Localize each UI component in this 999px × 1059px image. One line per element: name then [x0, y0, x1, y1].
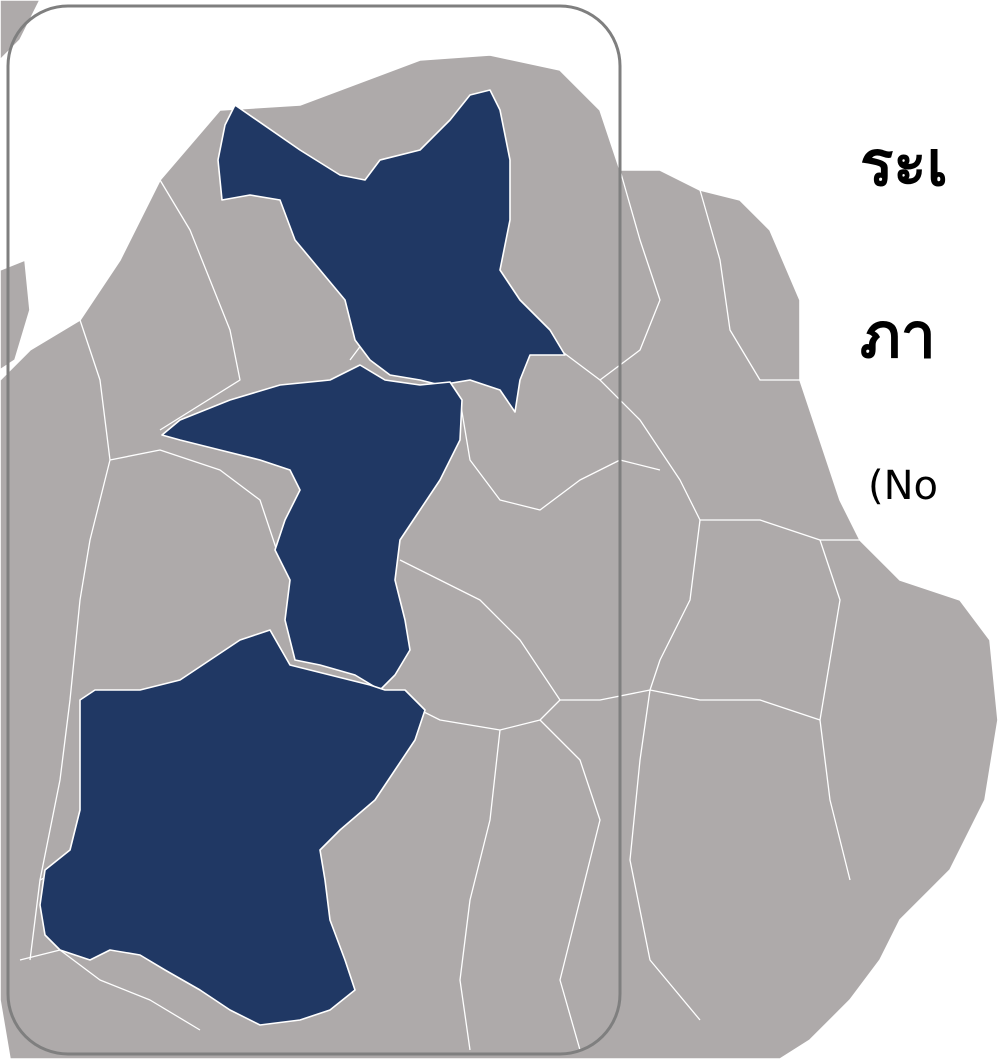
province-border	[29, 319, 111, 961]
region-highlight-south[interactable]	[39, 629, 426, 1026]
province-border	[649, 519, 821, 721]
province-border	[159, 179, 241, 431]
province-border	[539, 719, 601, 1051]
province-border	[599, 169, 661, 381]
province-border	[459, 729, 501, 1051]
region-highlight-north[interactable]	[217, 89, 566, 413]
title-line-1: ระเ	[860, 127, 948, 200]
selection-frame	[6, 4, 622, 1056]
province-border	[699, 189, 800, 381]
province-border	[629, 689, 701, 1021]
province-border	[559, 349, 860, 541]
province-border	[819, 539, 851, 881]
region-highlight-center[interactable]	[161, 364, 463, 691]
province-border	[19, 949, 201, 1031]
province-border	[109, 449, 281, 561]
province-border	[399, 559, 651, 701]
title-line-3: (No	[868, 463, 938, 509]
title-line-2: ภา	[860, 299, 936, 372]
